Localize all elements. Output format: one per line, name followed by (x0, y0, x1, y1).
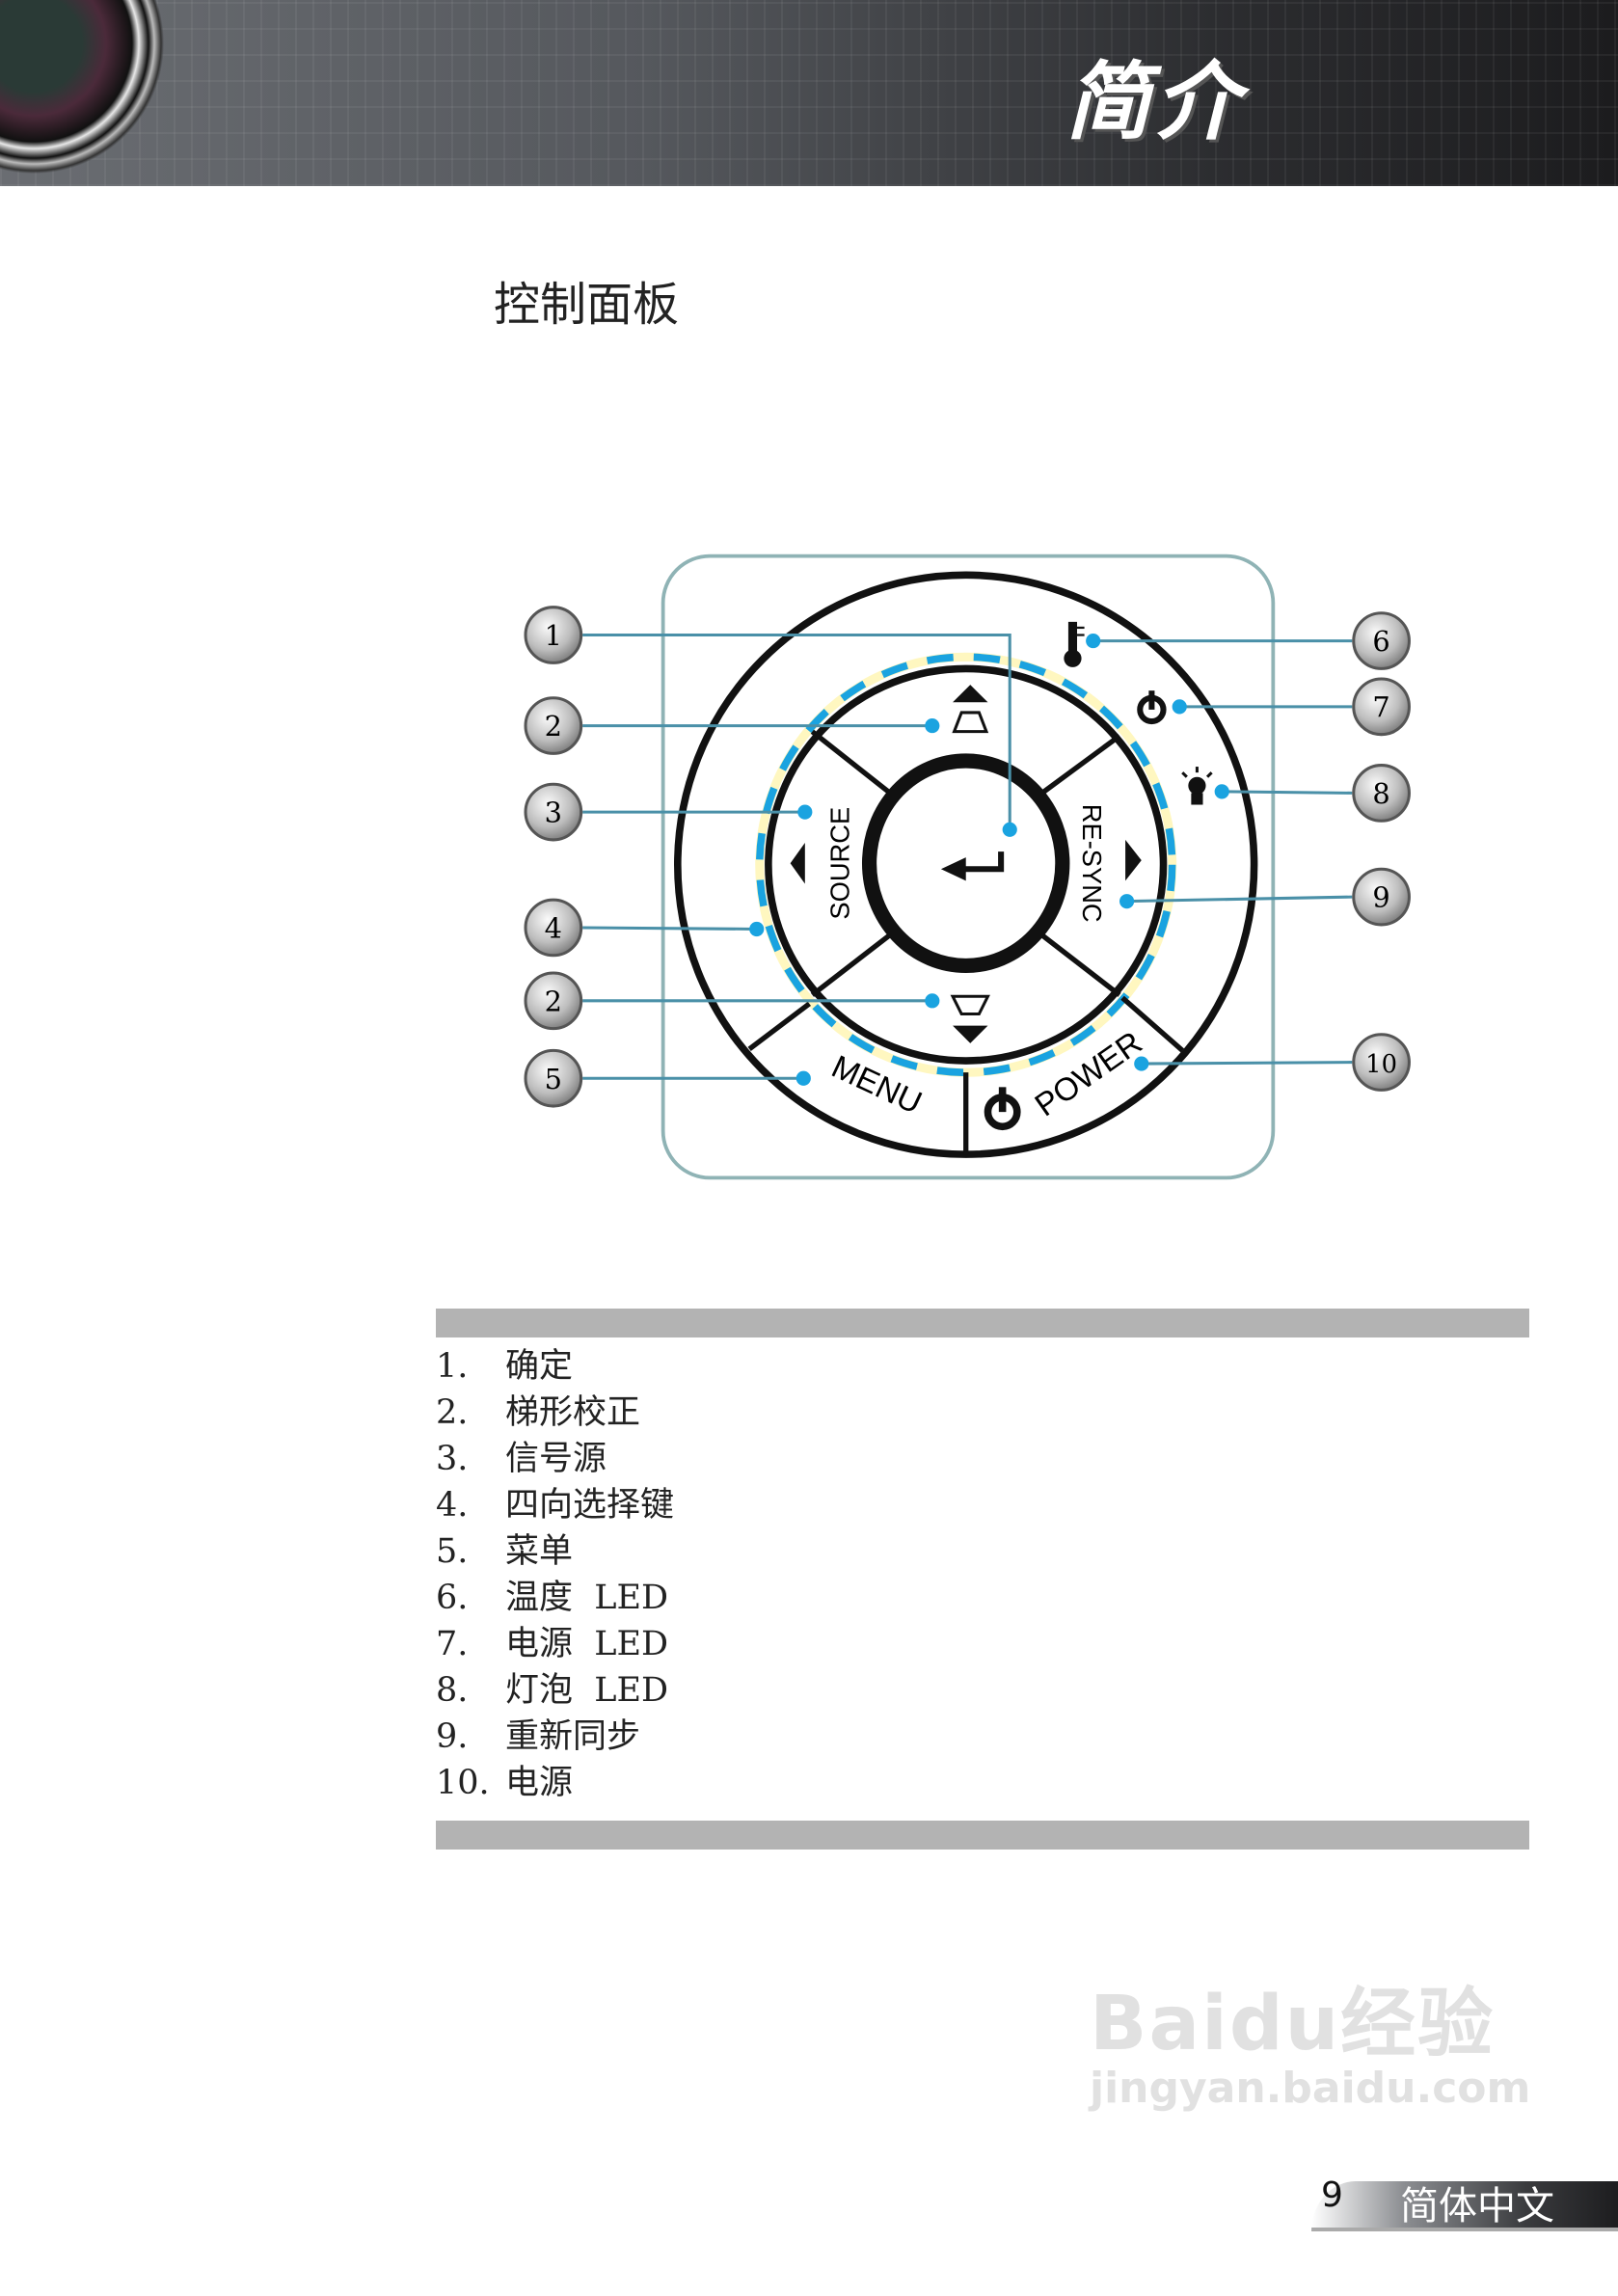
callout-2b: 2 (524, 971, 583, 1031)
power-button-icon (984, 1087, 1021, 1131)
list-item: 7.电源 LED (436, 1625, 669, 1663)
key-dividers (747, 729, 1185, 1155)
callout-7: 7 (1352, 677, 1411, 737)
list-item: 5.菜单 (436, 1532, 574, 1571)
power-led-icon (1137, 690, 1167, 725)
svg-text:2: 2 (545, 985, 562, 1017)
list-item: 3.信号源 (436, 1440, 607, 1478)
enter-arrow-head (940, 857, 966, 881)
resync-button-label[interactable]: RE-SYNC (1077, 804, 1107, 923)
svg-text:4: 4 (545, 912, 562, 945)
svg-text:9: 9 (1372, 881, 1389, 914)
callout-10: 10 (1352, 1033, 1411, 1092)
callout-2: 2 (524, 696, 583, 755)
keystone-down-icon (950, 994, 990, 1015)
down-arrow-icon[interactable] (953, 1025, 988, 1043)
chapter-title: 简介 (1065, 52, 1244, 151)
legend-bottom-rule (436, 1821, 1529, 1850)
legend-list: 1.确定 2.梯形校正 3.信号源 4.四向选择键 5.菜单 6.温度 LED … (436, 1343, 674, 1806)
svg-text:5: 5 (545, 1063, 562, 1095)
enter-icon (962, 851, 1005, 873)
svg-text:7: 7 (1372, 690, 1389, 723)
svg-text:3: 3 (545, 797, 562, 829)
left-arrow-icon[interactable] (790, 842, 805, 884)
footer-band (1311, 2181, 1618, 2231)
four-way-dash-ring (755, 653, 1176, 1076)
lamp-icon (1181, 767, 1213, 805)
svg-text:2: 2 (545, 710, 562, 743)
list-item: 8.灯泡 LED (436, 1671, 669, 1710)
list-item: 9.重新同步 (436, 1717, 641, 1756)
leader-lines (582, 634, 1353, 1080)
legend-top-rule (436, 1309, 1529, 1337)
list-item: 6.温度 LED (436, 1579, 669, 1617)
up-arrow-icon[interactable] (953, 685, 988, 703)
thermometer-icon (1064, 621, 1085, 667)
page-number: 9 (1321, 2175, 1343, 2215)
keystone-up-icon (952, 711, 989, 734)
callout-9: 9 (1352, 867, 1411, 927)
callout-dots (749, 634, 1229, 1086)
svg-text:6: 6 (1372, 625, 1389, 658)
svg-text:1: 1 (545, 619, 562, 652)
callout-5: 5 (524, 1048, 583, 1108)
svg-text:10: 10 (1365, 1050, 1397, 1079)
list-item: 4.四向选择键 (436, 1486, 675, 1525)
section-title: 控制面板 (494, 278, 680, 332)
callout-4: 4 (524, 898, 583, 958)
control-panel-diagram: SOURCE RE-SYNC MENU POWER 1 2 3 4 2 5 6 … (524, 554, 1411, 1180)
baidu-watermark: Baidu经验 jingyan.baidu.com (1090, 1981, 1531, 2113)
list-item: 2.梯形校正 (436, 1393, 641, 1432)
svg-text:8: 8 (1372, 777, 1389, 810)
callout-6: 6 (1352, 611, 1411, 670)
panel-frame (661, 554, 1276, 1180)
footer-language: 简体中文 (1400, 2184, 1554, 2228)
callout-8: 8 (1352, 764, 1411, 823)
callout-1: 1 (524, 606, 583, 664)
list-item: 10.电源 (436, 1764, 574, 1802)
source-button-label[interactable]: SOURCE (824, 807, 854, 920)
list-item: 1.确定 (436, 1347, 574, 1386)
callout-3: 3 (524, 782, 583, 842)
page-header-banner: 简介 (0, 0, 1618, 186)
right-arrow-icon[interactable] (1125, 839, 1142, 881)
